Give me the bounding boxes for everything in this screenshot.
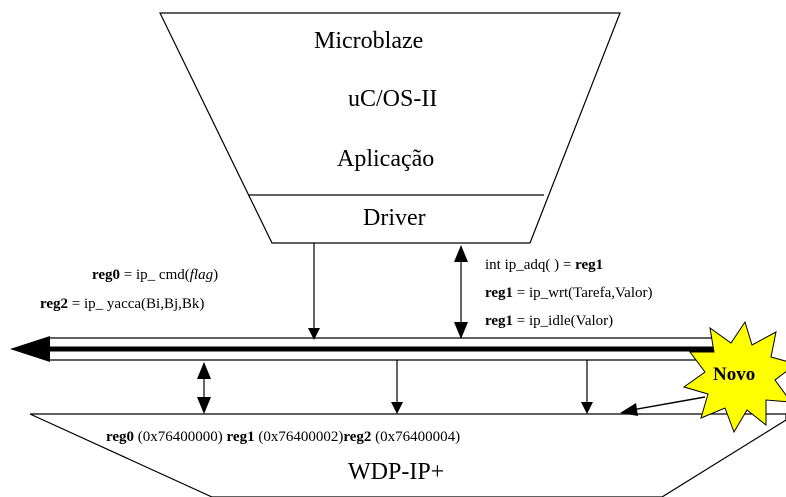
reg2-address: (0x76400004) xyxy=(371,429,461,445)
stack-layer-microblaze: Microblaze xyxy=(314,28,424,54)
novo-pointer-arrowhead xyxy=(620,403,638,416)
call-adq-reg: reg1 xyxy=(575,257,604,273)
call-wrt-reg: reg1 xyxy=(485,285,514,301)
novo-pointer-arrow xyxy=(631,396,706,411)
call-adq-text: int ip_adq( ) = xyxy=(485,257,576,273)
reg2-arrowhead xyxy=(581,402,593,414)
bus-arrowhead xyxy=(10,336,50,362)
call-cmd-reg: reg0 xyxy=(92,267,121,283)
call-label-idle: reg1 = ip_idle(Valor) xyxy=(485,313,613,330)
novo-starburst xyxy=(682,320,786,434)
reg1-name: reg1 xyxy=(226,429,255,445)
call-label-wrt: reg1 = ip_wrt(Tarefa,Valor) xyxy=(485,285,652,302)
call-cmd-close: ) xyxy=(213,267,219,283)
call-idle-text: = ip_idle(Valor) xyxy=(513,313,614,329)
reg0-name: reg0 xyxy=(106,429,135,445)
reg0-address: (0x76400000) xyxy=(134,429,227,445)
call-wrt-text: = ip_wrt(Tarefa,Valor) xyxy=(513,285,653,301)
call-cmd-text: = ip_ cmd( xyxy=(120,267,190,283)
stack-layer-driver: Driver xyxy=(363,205,426,231)
stack-layer-ucos: uC/OS-II xyxy=(348,86,438,112)
cmd-arrowhead xyxy=(308,328,320,340)
adq-arrowhead-up xyxy=(454,245,468,262)
call-cmd-flag: flag xyxy=(189,267,214,283)
ip-block-shape xyxy=(29,413,786,497)
call-yacca-text: = ip_ yacca(Bi,Bj,Bk) xyxy=(68,296,205,312)
ip-block-label: WDP-IP+ xyxy=(348,459,445,485)
call-label-cmd: reg0 = ip_ cmd(flag) xyxy=(92,267,218,284)
novo-badge-label: Novo xyxy=(713,364,756,385)
call-label-yacca: reg2 = ip_ yacca(Bi,Bj,Bk) xyxy=(40,296,204,313)
reg2-name: reg2 xyxy=(343,429,372,445)
call-label-adq: int ip_adq( ) = reg1 xyxy=(485,257,603,274)
reg0-arrowhead-up xyxy=(197,362,211,379)
reg1-address: (0x76400002) xyxy=(254,429,344,445)
reg1-arrowhead xyxy=(391,402,403,414)
adq-arrowhead-down xyxy=(454,322,468,339)
processor-stack-shape xyxy=(159,12,621,244)
register-row: reg0 (0x76400000) reg1 (0x76400002)reg2 … xyxy=(106,429,460,446)
stack-layer-aplicacao: Aplicação xyxy=(337,146,435,172)
call-idle-reg: reg1 xyxy=(485,313,514,329)
call-yacca-reg: reg2 xyxy=(40,296,69,312)
reg0-arrowhead-down xyxy=(197,397,211,414)
